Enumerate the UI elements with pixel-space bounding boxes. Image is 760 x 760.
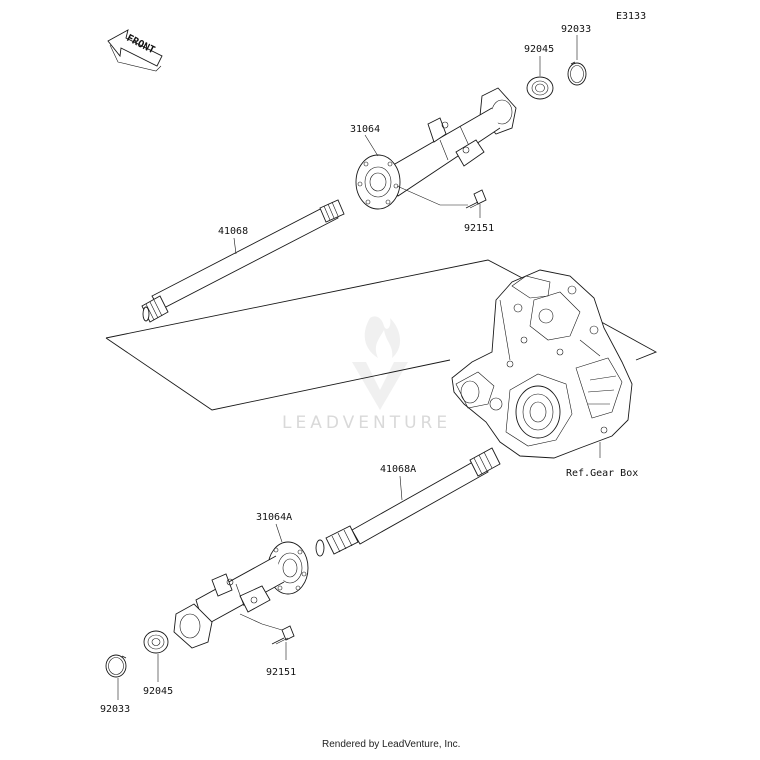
axle-housing-bottom[interactable] (173, 541, 309, 649)
label-92045-top[interactable]: 92045 (524, 44, 554, 55)
label-31064[interactable]: 31064 (350, 124, 380, 135)
diagram-code: E3133 (616, 11, 646, 22)
leader-41068 (233, 237, 237, 255)
label-41068A[interactable]: 41068A (380, 464, 416, 475)
label-41068[interactable]: 41068 (218, 226, 248, 237)
leader-31064 (364, 134, 379, 157)
snap-ring-top[interactable] (567, 61, 587, 86)
ref-box-top (105, 259, 527, 339)
footer-credit: Rendered by LeadVenture, Inc. (322, 739, 460, 750)
label-31064A[interactable]: 31064A (256, 512, 292, 523)
watermark-text: LEADVENTURE (282, 413, 451, 433)
label-92151-top[interactable]: 92151 (464, 223, 494, 234)
ref-gear-box-label[interactable]: Ref.Gear Box (566, 468, 638, 479)
leader-bolt-bottom-a (239, 613, 283, 631)
bolt-top[interactable] (465, 189, 487, 209)
bolt-bottom[interactable] (271, 625, 295, 645)
label-92033-top[interactable]: 92033 (561, 24, 591, 35)
gear-box[interactable] (451, 269, 633, 459)
bearing-bottom[interactable] (143, 630, 169, 654)
label-92033-bottom[interactable]: 92033 (100, 704, 130, 715)
ref-box-bottom (105, 337, 451, 411)
leader-bolt-top-a (396, 185, 468, 206)
ref-box-right (593, 317, 658, 361)
axle-shaft-bottom[interactable] (315, 447, 501, 557)
watermark-logo-icon (352, 316, 408, 410)
axle-shaft-top[interactable] (141, 199, 345, 323)
bearing-top[interactable] (526, 76, 554, 100)
front-arrow-icon (107, 29, 163, 72)
leader-41068A (399, 475, 403, 501)
label-92151-bottom[interactable]: 92151 (266, 667, 296, 678)
leader-31064A (275, 523, 283, 543)
axle-housing-top[interactable] (355, 87, 517, 210)
snap-ring-bottom[interactable] (105, 654, 127, 678)
label-92045-bottom[interactable]: 92045 (143, 686, 173, 697)
